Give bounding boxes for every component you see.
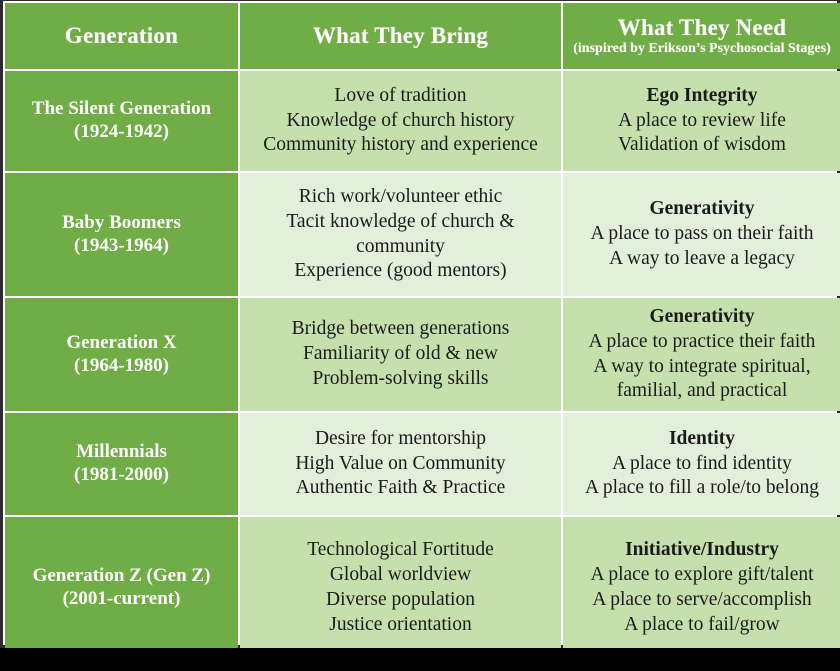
- table-row: The Silent Generation(1924-1942)Love of …: [5, 71, 840, 171]
- what-they-bring-line: Knowledge of church history: [286, 109, 515, 131]
- what-they-bring-line: Love of tradition: [334, 84, 467, 106]
- what-they-need-line: Generativity: [649, 305, 755, 327]
- generation-name: Generation X: [66, 331, 177, 353]
- generation-cell: The Silent Generation(1924-1942): [5, 71, 238, 171]
- column-header-what-they-bring-title: What They Bring: [312, 23, 489, 49]
- table-row: Generation X(1964-1980)Bridge between ge…: [5, 298, 840, 411]
- what-they-bring-line: Rich work/volunteer ethic: [298, 185, 503, 207]
- what-they-need-line: Generativity: [649, 198, 755, 220]
- what-they-need-line: A place to serve/accomplish: [592, 589, 812, 610]
- table-row: Generation Z (Gen Z)(2001-current)Techno…: [5, 517, 840, 659]
- what-they-need-line: Ego Integrity: [646, 84, 758, 106]
- table-row: Baby Boomers(1943-1964)Rich work/volunte…: [5, 173, 840, 296]
- what-they-bring-line: Experience (good mentors): [294, 260, 507, 282]
- table-body: The Silent Generation(1924-1942)Love of …: [5, 71, 840, 659]
- generation-cell: Generation X(1964-1980): [5, 298, 238, 411]
- column-header-what-they-need: What They Need (inspired by Erikson’s Ps…: [563, 3, 840, 69]
- what-they-need-line: familial, and practical: [616, 380, 788, 402]
- generation-years: (1924-1942): [74, 121, 169, 142]
- column-header-generation: Generation: [5, 3, 238, 69]
- column-header-what-they-need-subtitle: (inspired by Erikson’s Psychosocial Stag…: [573, 41, 831, 57]
- what-they-need-line: Identity: [668, 427, 736, 449]
- what-they-bring-line: Authentic Faith & Practice: [295, 477, 506, 499]
- bottom-black-band: [0, 648, 840, 671]
- what-they-bring-line: Diverse population: [326, 589, 475, 610]
- column-header-what-they-need-title: What They Need: [617, 14, 787, 40]
- what-they-bring-line: Community history and experience: [263, 134, 538, 156]
- what-they-bring-line: Global worldview: [329, 564, 472, 586]
- what-they-need-line: A way to leave a legacy: [609, 247, 795, 269]
- what-they-bring-line: Bridge between generations: [291, 318, 510, 340]
- what-they-bring-line: Familiarity of old & new: [303, 343, 498, 365]
- what-they-bring-line: Technological Fortitude: [307, 539, 494, 561]
- generation-name: Millennials: [76, 441, 167, 463]
- what-they-need-line: A place to practice their faith: [588, 330, 816, 352]
- what-they-bring-line: Problem-solving skills: [312, 367, 489, 389]
- table-header: Generation What They Bring What They Nee…: [5, 3, 840, 69]
- what-they-need-line: A place to pass on their faith: [590, 223, 814, 245]
- table-row: Millennials(1981-2000)Desire for mentors…: [5, 413, 840, 515]
- what-they-need-cell: Generativity A place to pass on their fai…: [563, 173, 840, 296]
- generation-years: (1943-1964): [74, 234, 169, 256]
- what-they-need-line: A place to review life: [618, 109, 786, 131]
- what-they-need-line: A place to find identity: [612, 452, 792, 474]
- what-they-bring-line: Justice orientation: [329, 613, 472, 635]
- what-they-need-line: A place to explore gift/talent: [590, 564, 814, 586]
- what-they-bring-line: Tacit knowledge of church &: [286, 210, 515, 232]
- what-they-bring-line: High Value on Community: [295, 452, 506, 474]
- what-they-bring-line: community: [356, 235, 445, 257]
- what-they-bring-line: Desire for mentorship: [314, 427, 487, 449]
- what-they-need-line: Initiative/Industry: [625, 539, 779, 561]
- generations-table: Generation What They Bring What They Nee…: [3, 1, 840, 661]
- header-row: Generation What They Bring What They Nee…: [5, 3, 840, 69]
- column-header-generation-title: Generation: [64, 23, 179, 49]
- what-they-need-line: A place to fill a role/to belong: [585, 477, 819, 499]
- what-they-need-cell: Identity A place to find identity A place …: [563, 413, 840, 515]
- generation-cell: Baby Boomers(1943-1964): [5, 173, 238, 296]
- column-header-what-they-bring: What They Bring: [240, 3, 561, 69]
- generation-name: Baby Boomers: [62, 211, 181, 233]
- generation-name: The Silent Generation: [31, 98, 212, 120]
- generation-cell: Generation Z (Gen Z)(2001-current): [5, 517, 238, 659]
- generation-years: (1964-1980): [74, 354, 169, 376]
- what-they-need-line: A place to fail/grow: [624, 613, 780, 635]
- generation-name: Generation Z (Gen Z): [32, 565, 211, 587]
- generation-years: (2001-current): [62, 588, 181, 609]
- generation-years: (1981-2000): [74, 464, 169, 485]
- what-they-need-line: Validation of wisdom: [618, 134, 786, 156]
- what-they-need-line: A way to integrate spiritual,: [593, 355, 811, 377]
- what-they-need-cell: Generativity A place to practice their fa…: [563, 298, 840, 411]
- what-they-need-cell: Initiative/Industry A place to explore gi…: [563, 517, 840, 659]
- generation-cell: Millennials(1981-2000): [5, 413, 238, 515]
